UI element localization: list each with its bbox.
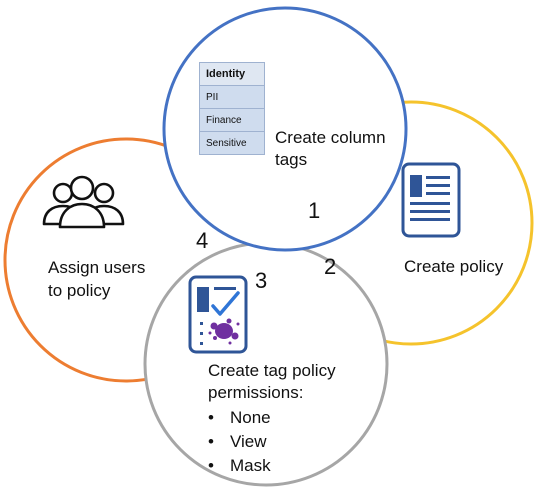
document-icon (401, 162, 461, 238)
step2-number: 2 (324, 254, 337, 279)
permission-option-view: View (208, 430, 271, 454)
tag-table-cell: Finance (199, 108, 265, 132)
step1-label-line2: tags (275, 150, 308, 169)
step3-label-line2: permissions: (208, 383, 304, 402)
tag-table: Identity PII Finance Sensitive (199, 62, 265, 155)
step1-label-line1: Create column (275, 128, 386, 147)
tag-table-cell: Sensitive (199, 131, 265, 155)
step4-label-line1: Assign users (48, 258, 146, 277)
tag-table-header: Identity (199, 62, 265, 86)
permission-option-none: None (208, 406, 271, 430)
checklist-icon (188, 275, 248, 354)
step2-label: Create policy (404, 257, 504, 276)
step3-label-line1: Create tag policy (208, 361, 336, 380)
step4-number: 4 (196, 228, 209, 253)
permission-options-list: None View Mask (208, 406, 271, 478)
step1-number: 1 (308, 198, 321, 223)
ink-splat-icon (208, 318, 240, 345)
tag-table-cell: PII (199, 85, 265, 109)
step3-number: 3 (255, 268, 268, 293)
users-icon (42, 175, 125, 229)
permission-option-mask: Mask (208, 454, 271, 478)
step4-label-line2: to policy (48, 281, 111, 300)
